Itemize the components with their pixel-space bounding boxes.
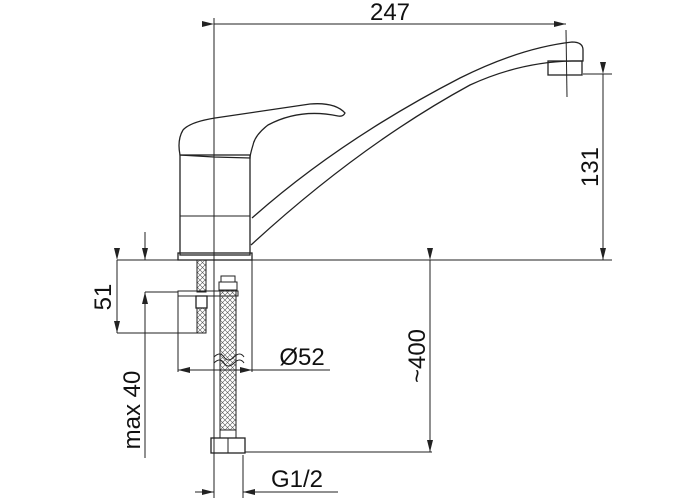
faucet-body xyxy=(177,29,584,261)
dim-thread: G1/2 xyxy=(271,466,323,493)
dim-hose-length: ~400 xyxy=(404,329,431,383)
dim-max-counter-thickness: max 40 xyxy=(119,371,146,450)
mounting-hardware xyxy=(177,259,246,454)
dim-base-height: 51 xyxy=(90,284,117,311)
dim-base-diameter: Ø52 xyxy=(279,344,324,371)
dim-spout-height: 131 xyxy=(577,147,604,187)
dimension-lines xyxy=(114,21,612,498)
dim-spout-reach: 247 xyxy=(370,0,410,26)
